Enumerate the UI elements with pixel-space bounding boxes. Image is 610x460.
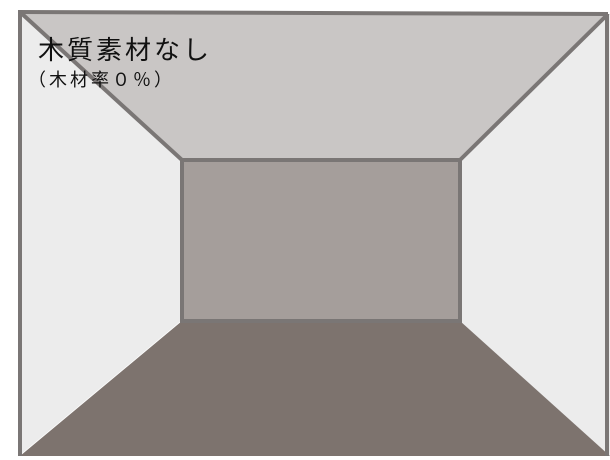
back-wall	[182, 160, 460, 321]
ceiling-top-edge	[17, 10, 609, 16]
left-wall	[20, 12, 182, 455]
top-left-diagonal	[18, 10, 184, 162]
caption-subtitle: （木材率０％）	[28, 70, 175, 91]
caption-title: 木質素材なし	[38, 36, 213, 66]
top-right-diagonal	[458, 14, 608, 162]
room-edges	[17, 10, 609, 456]
ceiling	[20, 12, 610, 160]
back-wall-frame	[180, 158, 462, 323]
floor	[20, 321, 610, 456]
